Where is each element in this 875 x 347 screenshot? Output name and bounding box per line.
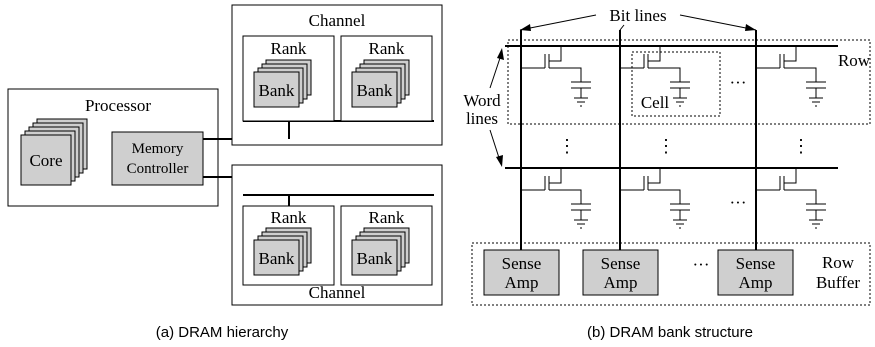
sense-amp-box	[717, 249, 794, 296]
column-ellipsis: ···	[730, 73, 747, 92]
row-buffer-label-line1: Row	[822, 253, 855, 272]
sense-amp-label-line1: Sense	[502, 254, 542, 273]
row-vertical-ellipsis: ⋮	[558, 136, 576, 156]
cell-circuit-path	[521, 46, 591, 107]
upper-channel-label: Channel	[309, 11, 366, 30]
cell-circuit	[521, 168, 591, 229]
sense-amp-box	[582, 249, 659, 296]
memory-controller-label-line2: Controller	[127, 161, 189, 177]
sense-amp: Sense Amp	[483, 249, 560, 296]
bank-label: Bank	[357, 81, 393, 100]
lower-channel-label: Channel	[309, 283, 366, 302]
cell-highlight-box	[631, 51, 721, 117]
memory-controller-label-line1: Memory	[132, 141, 184, 157]
cell-circuit-path	[521, 168, 591, 229]
bit-line-arrow	[679, 14, 757, 31]
row-label: Row	[838, 51, 871, 70]
sense-amp-label-line2: Amp	[505, 273, 539, 292]
cell-circuit-path	[756, 168, 826, 229]
bit-line-arrowhead	[520, 24, 531, 31]
rank-label: Rank	[369, 208, 405, 227]
rank-group: Rank Bank	[340, 35, 433, 122]
cell-circuit	[620, 168, 690, 229]
cell-circuit	[521, 46, 591, 107]
core-label: Core	[29, 151, 62, 170]
rank-label: Rank	[271, 208, 307, 227]
sense-amp: Sense Amp	[582, 249, 659, 296]
column-ellipsis: ···	[730, 193, 747, 212]
cell-circuit-path	[756, 46, 826, 107]
dram-hierarchy-diagram: Processor Core Memory Controller Channel…	[7, 4, 443, 341]
memory-controller-box	[111, 131, 204, 186]
dram-bank-structure-diagram: Bit lines Word lines	[463, 6, 870, 341]
bank-box	[351, 239, 398, 276]
bank-box	[351, 71, 398, 108]
cell-circuit	[756, 168, 826, 229]
sense-amp: Sense Amp	[717, 249, 794, 296]
rank-group: Rank Bank	[242, 35, 335, 122]
bank-label: Bank	[259, 81, 295, 100]
word-lines-label-line2: lines	[466, 109, 498, 128]
word-line-arrowhead	[497, 48, 504, 60]
row-buffer-region	[471, 242, 871, 306]
bank-box	[253, 71, 300, 108]
bit-line-arrow	[619, 24, 625, 31]
bank-label: Bank	[259, 249, 295, 268]
bit-lines-label: Bit lines	[609, 6, 666, 25]
bit-line-arrow	[519, 14, 597, 31]
hierarchy-caption: (a) DRAM hierarchy	[156, 324, 289, 341]
sense-amp-label-line2: Amp	[739, 273, 773, 292]
rank-label: Rank	[369, 39, 405, 58]
processor-label: Processor	[85, 96, 151, 115]
word-lines-label-line1: Word	[463, 91, 501, 110]
bit-line-arrowhead	[745, 24, 756, 31]
rank-group: Rank Bank	[242, 205, 335, 286]
row-region	[507, 39, 871, 125]
sense-amp-label-line1: Sense	[601, 254, 641, 273]
word-line-arrowhead	[496, 155, 503, 167]
core-stack: Core	[20, 118, 88, 186]
sense-amp-label-line1: Sense	[736, 254, 776, 273]
core-box	[20, 134, 72, 186]
sense-amp-label-line2: Amp	[604, 273, 638, 292]
row-vertical-ellipsis: ⋮	[657, 136, 675, 156]
sense-amp-ellipsis: ···	[693, 255, 710, 274]
cell-circuit	[756, 46, 826, 107]
bank-structure-caption: (b) DRAM bank structure	[587, 324, 753, 341]
row-buffer-label-line2: Buffer	[816, 273, 860, 292]
cell-circuit-path	[620, 168, 690, 229]
row-vertical-ellipsis: ⋮	[792, 136, 810, 156]
bank-box	[253, 239, 300, 276]
bank-label: Bank	[357, 249, 393, 268]
rank-label: Rank	[271, 39, 307, 58]
cell-label: Cell	[641, 93, 670, 112]
sense-amp-box	[483, 249, 560, 296]
rank-group: Rank Bank	[340, 205, 433, 286]
